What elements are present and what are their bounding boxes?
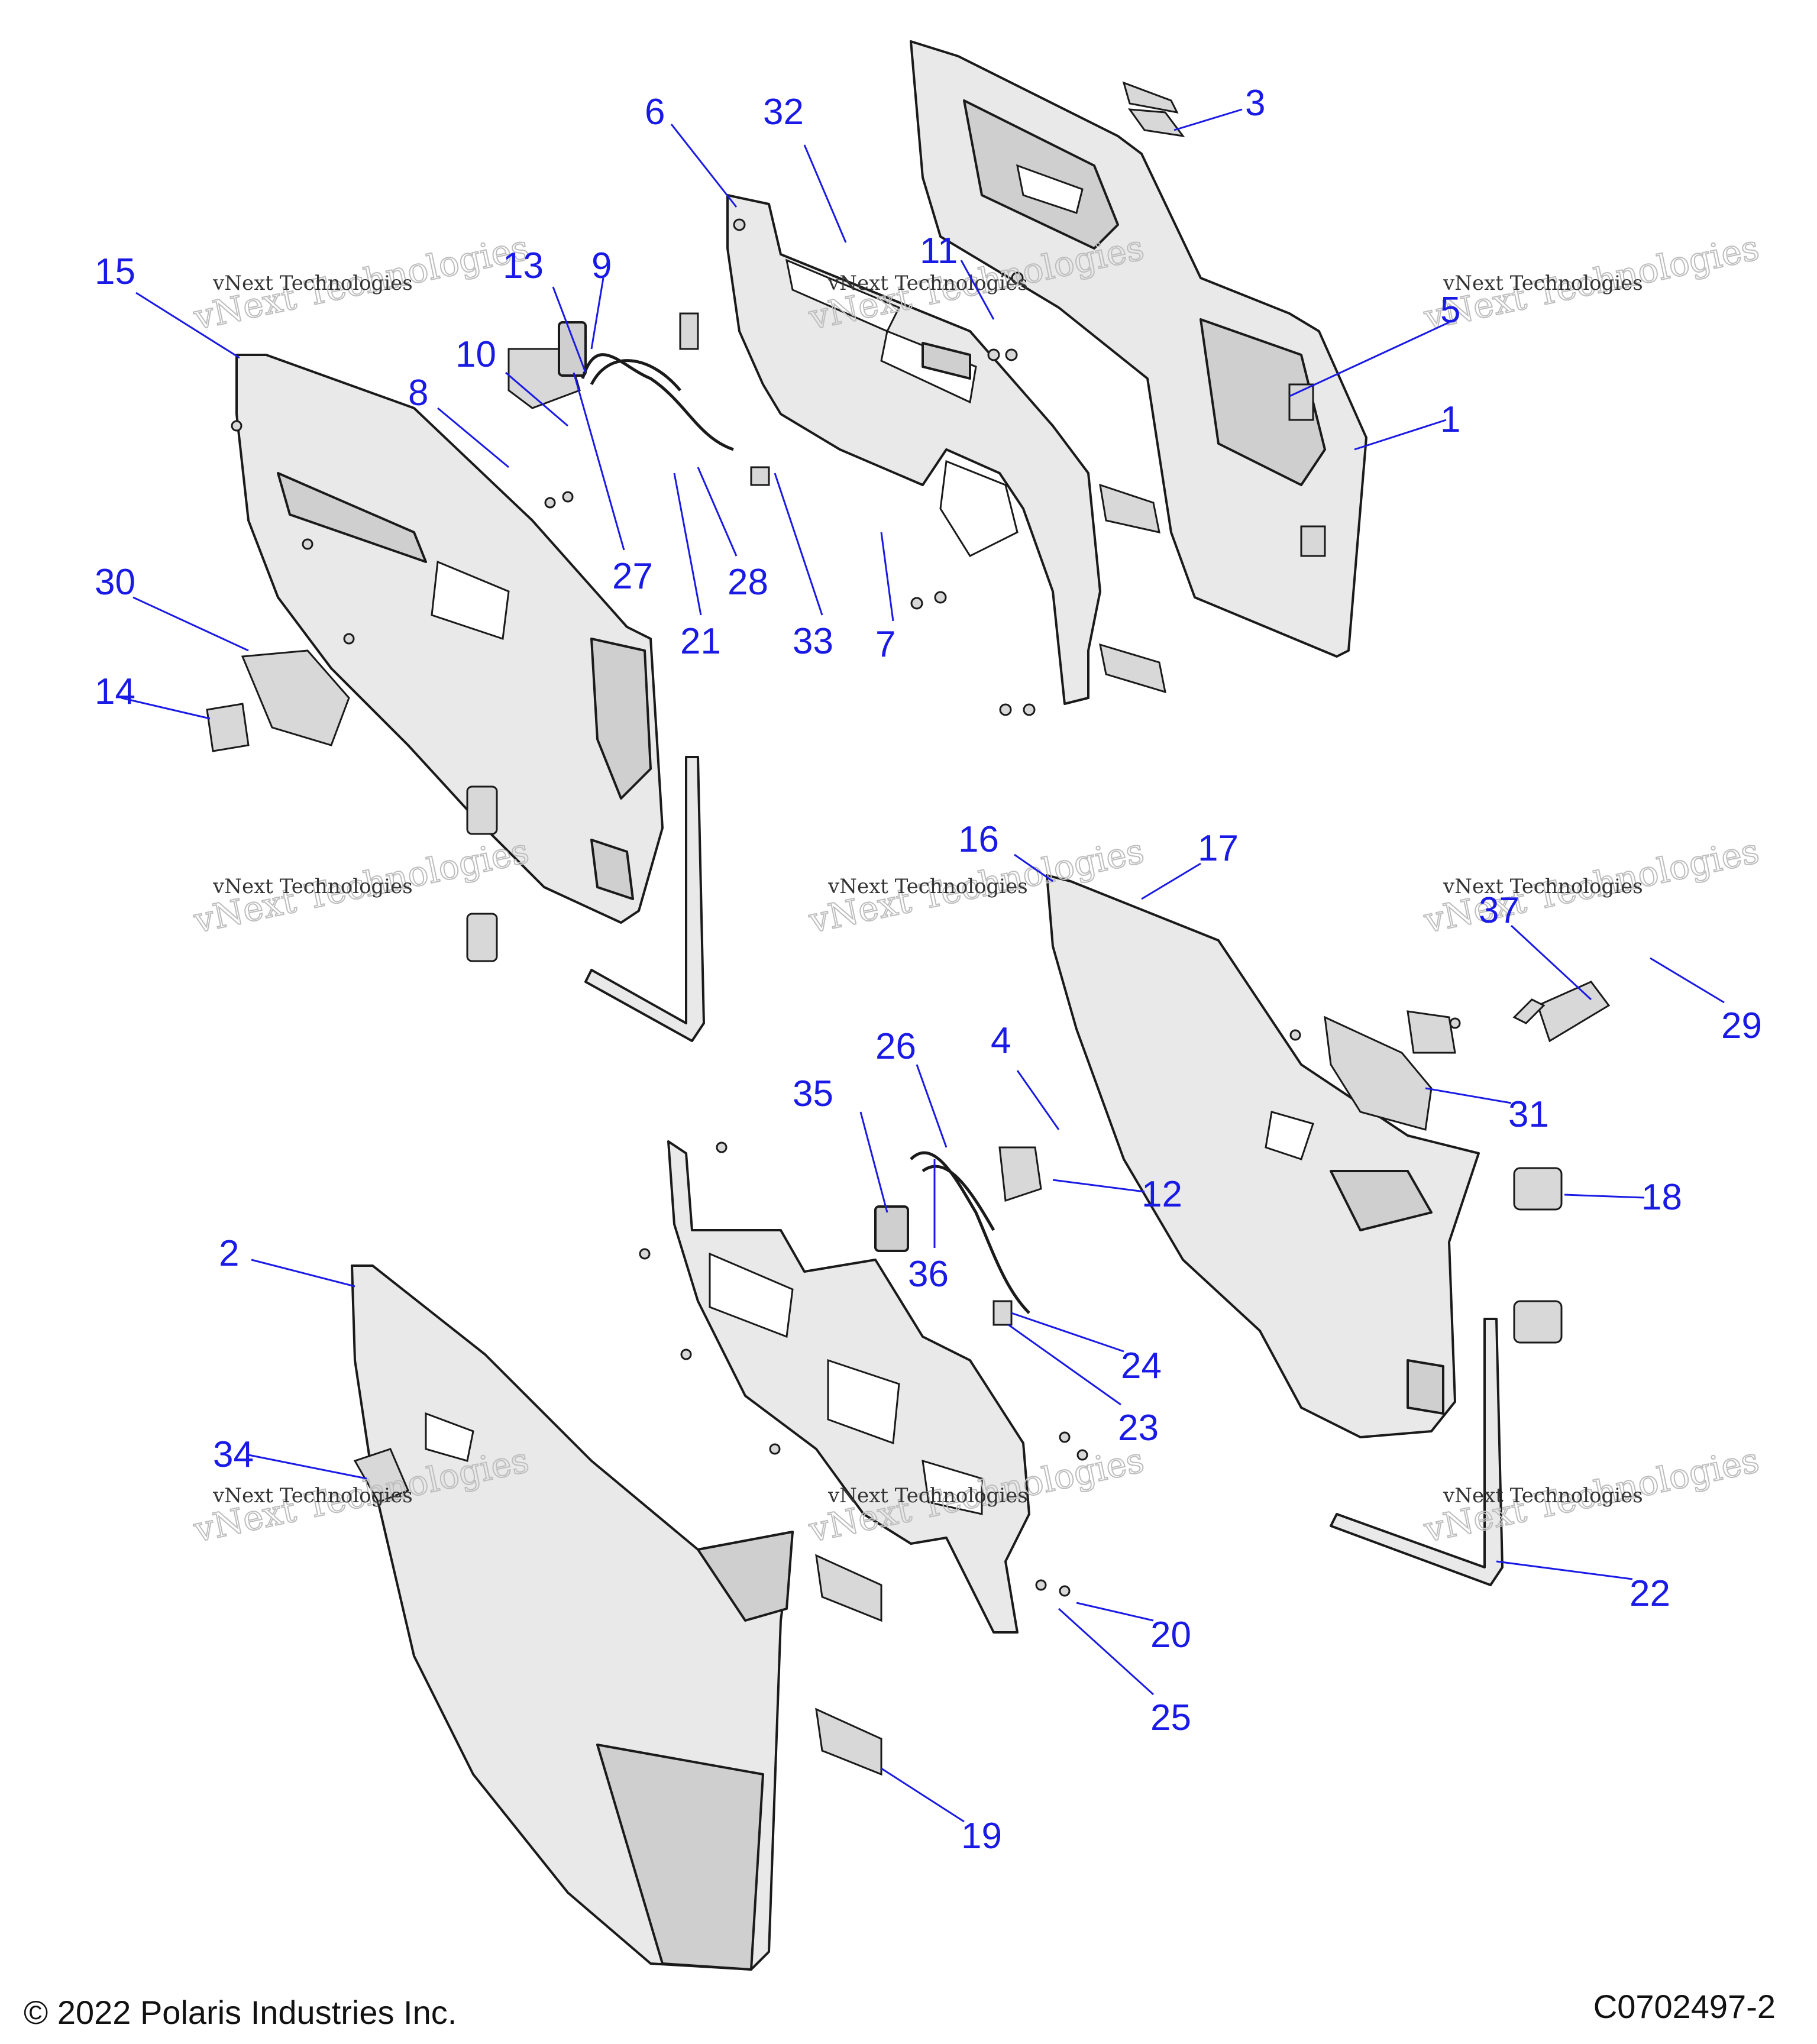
watermark-text: vNext Technologies xyxy=(1443,875,1643,898)
callout-5: 5 xyxy=(1440,290,1460,331)
watermark-text: vNext Technologies xyxy=(1443,271,1643,295)
callout-24: 24 xyxy=(1121,1346,1162,1386)
callout-29: 29 xyxy=(1721,1005,1762,1046)
callout-19: 19 xyxy=(961,1816,1002,1857)
watermark-text: vNext Technologies xyxy=(1443,1484,1643,1508)
callout-7: 7 xyxy=(875,624,895,665)
leader-lines xyxy=(121,108,1725,1823)
callout-34: 34 xyxy=(213,1434,254,1475)
callout-33: 33 xyxy=(793,621,833,662)
part-lower-hardware xyxy=(353,1146,1042,1776)
callout-28: 28 xyxy=(728,562,768,603)
callout-12: 12 xyxy=(1142,1174,1182,1215)
copyright-notice: © 2022 Polaris Industries Inc. xyxy=(24,1994,457,2031)
part-door-frame-lower xyxy=(667,1140,1030,1634)
part-door-outer-lower xyxy=(351,1264,794,1971)
callout-25: 25 xyxy=(1150,1697,1191,1738)
watermark-text: vNext Technologies xyxy=(827,271,1028,295)
callout-15: 15 xyxy=(95,251,135,292)
watermark-text: vNext Technologies xyxy=(827,1484,1028,1508)
part-inner-trim-lower xyxy=(1046,874,1480,1438)
part-seals xyxy=(584,756,1504,1586)
callout-22: 22 xyxy=(1630,1573,1670,1614)
callout-labels: 1 2 3 4 5 6 7 8 9 10 11 12 13 14 15 16 1… xyxy=(95,83,1762,1857)
callout-10: 10 xyxy=(455,334,496,375)
watermark-text: vNext Technologies xyxy=(827,875,1028,898)
callout-35: 35 xyxy=(793,1073,833,1114)
callout-13: 13 xyxy=(503,245,544,286)
callout-26: 26 xyxy=(875,1026,916,1067)
callout-20: 20 xyxy=(1150,1615,1191,1655)
watermark-text: vNext Technologies xyxy=(212,875,413,898)
callout-37: 37 xyxy=(1479,890,1519,931)
part-latch-lower xyxy=(1324,981,1611,1131)
part-inner-trim-upper xyxy=(235,354,664,924)
callout-16: 16 xyxy=(958,819,999,860)
callout-8: 8 xyxy=(408,373,428,413)
part-door-outer-upper xyxy=(910,40,1367,658)
callout-14: 14 xyxy=(95,671,135,712)
callout-30: 30 xyxy=(95,562,135,603)
watermark-text: vNext Technologies xyxy=(212,271,413,295)
callout-17: 17 xyxy=(1198,828,1239,869)
part-door-frame-upper xyxy=(726,194,1166,705)
callout-21: 21 xyxy=(680,621,721,662)
callout-11: 11 xyxy=(920,231,958,271)
callout-31: 31 xyxy=(1508,1094,1549,1135)
callout-3: 3 xyxy=(1245,83,1265,124)
callout-36: 36 xyxy=(908,1254,949,1295)
callout-32: 32 xyxy=(763,92,804,132)
callout-1: 1 xyxy=(1440,399,1460,440)
callout-4: 4 xyxy=(991,1020,1011,1061)
callout-23: 23 xyxy=(1118,1408,1159,1448)
callout-2: 2 xyxy=(219,1233,239,1274)
part-covers xyxy=(466,785,1563,1344)
part-fasteners xyxy=(231,218,1461,1597)
callout-27: 27 xyxy=(612,556,653,597)
figure-id: C0702497-2 xyxy=(1593,1988,1776,2025)
watermark-text: vNext Technologies xyxy=(212,1484,413,1508)
callout-6: 6 xyxy=(645,92,665,132)
callout-9: 9 xyxy=(591,245,612,286)
part-upper-hardware xyxy=(206,108,1185,752)
callout-18: 18 xyxy=(1641,1177,1682,1218)
